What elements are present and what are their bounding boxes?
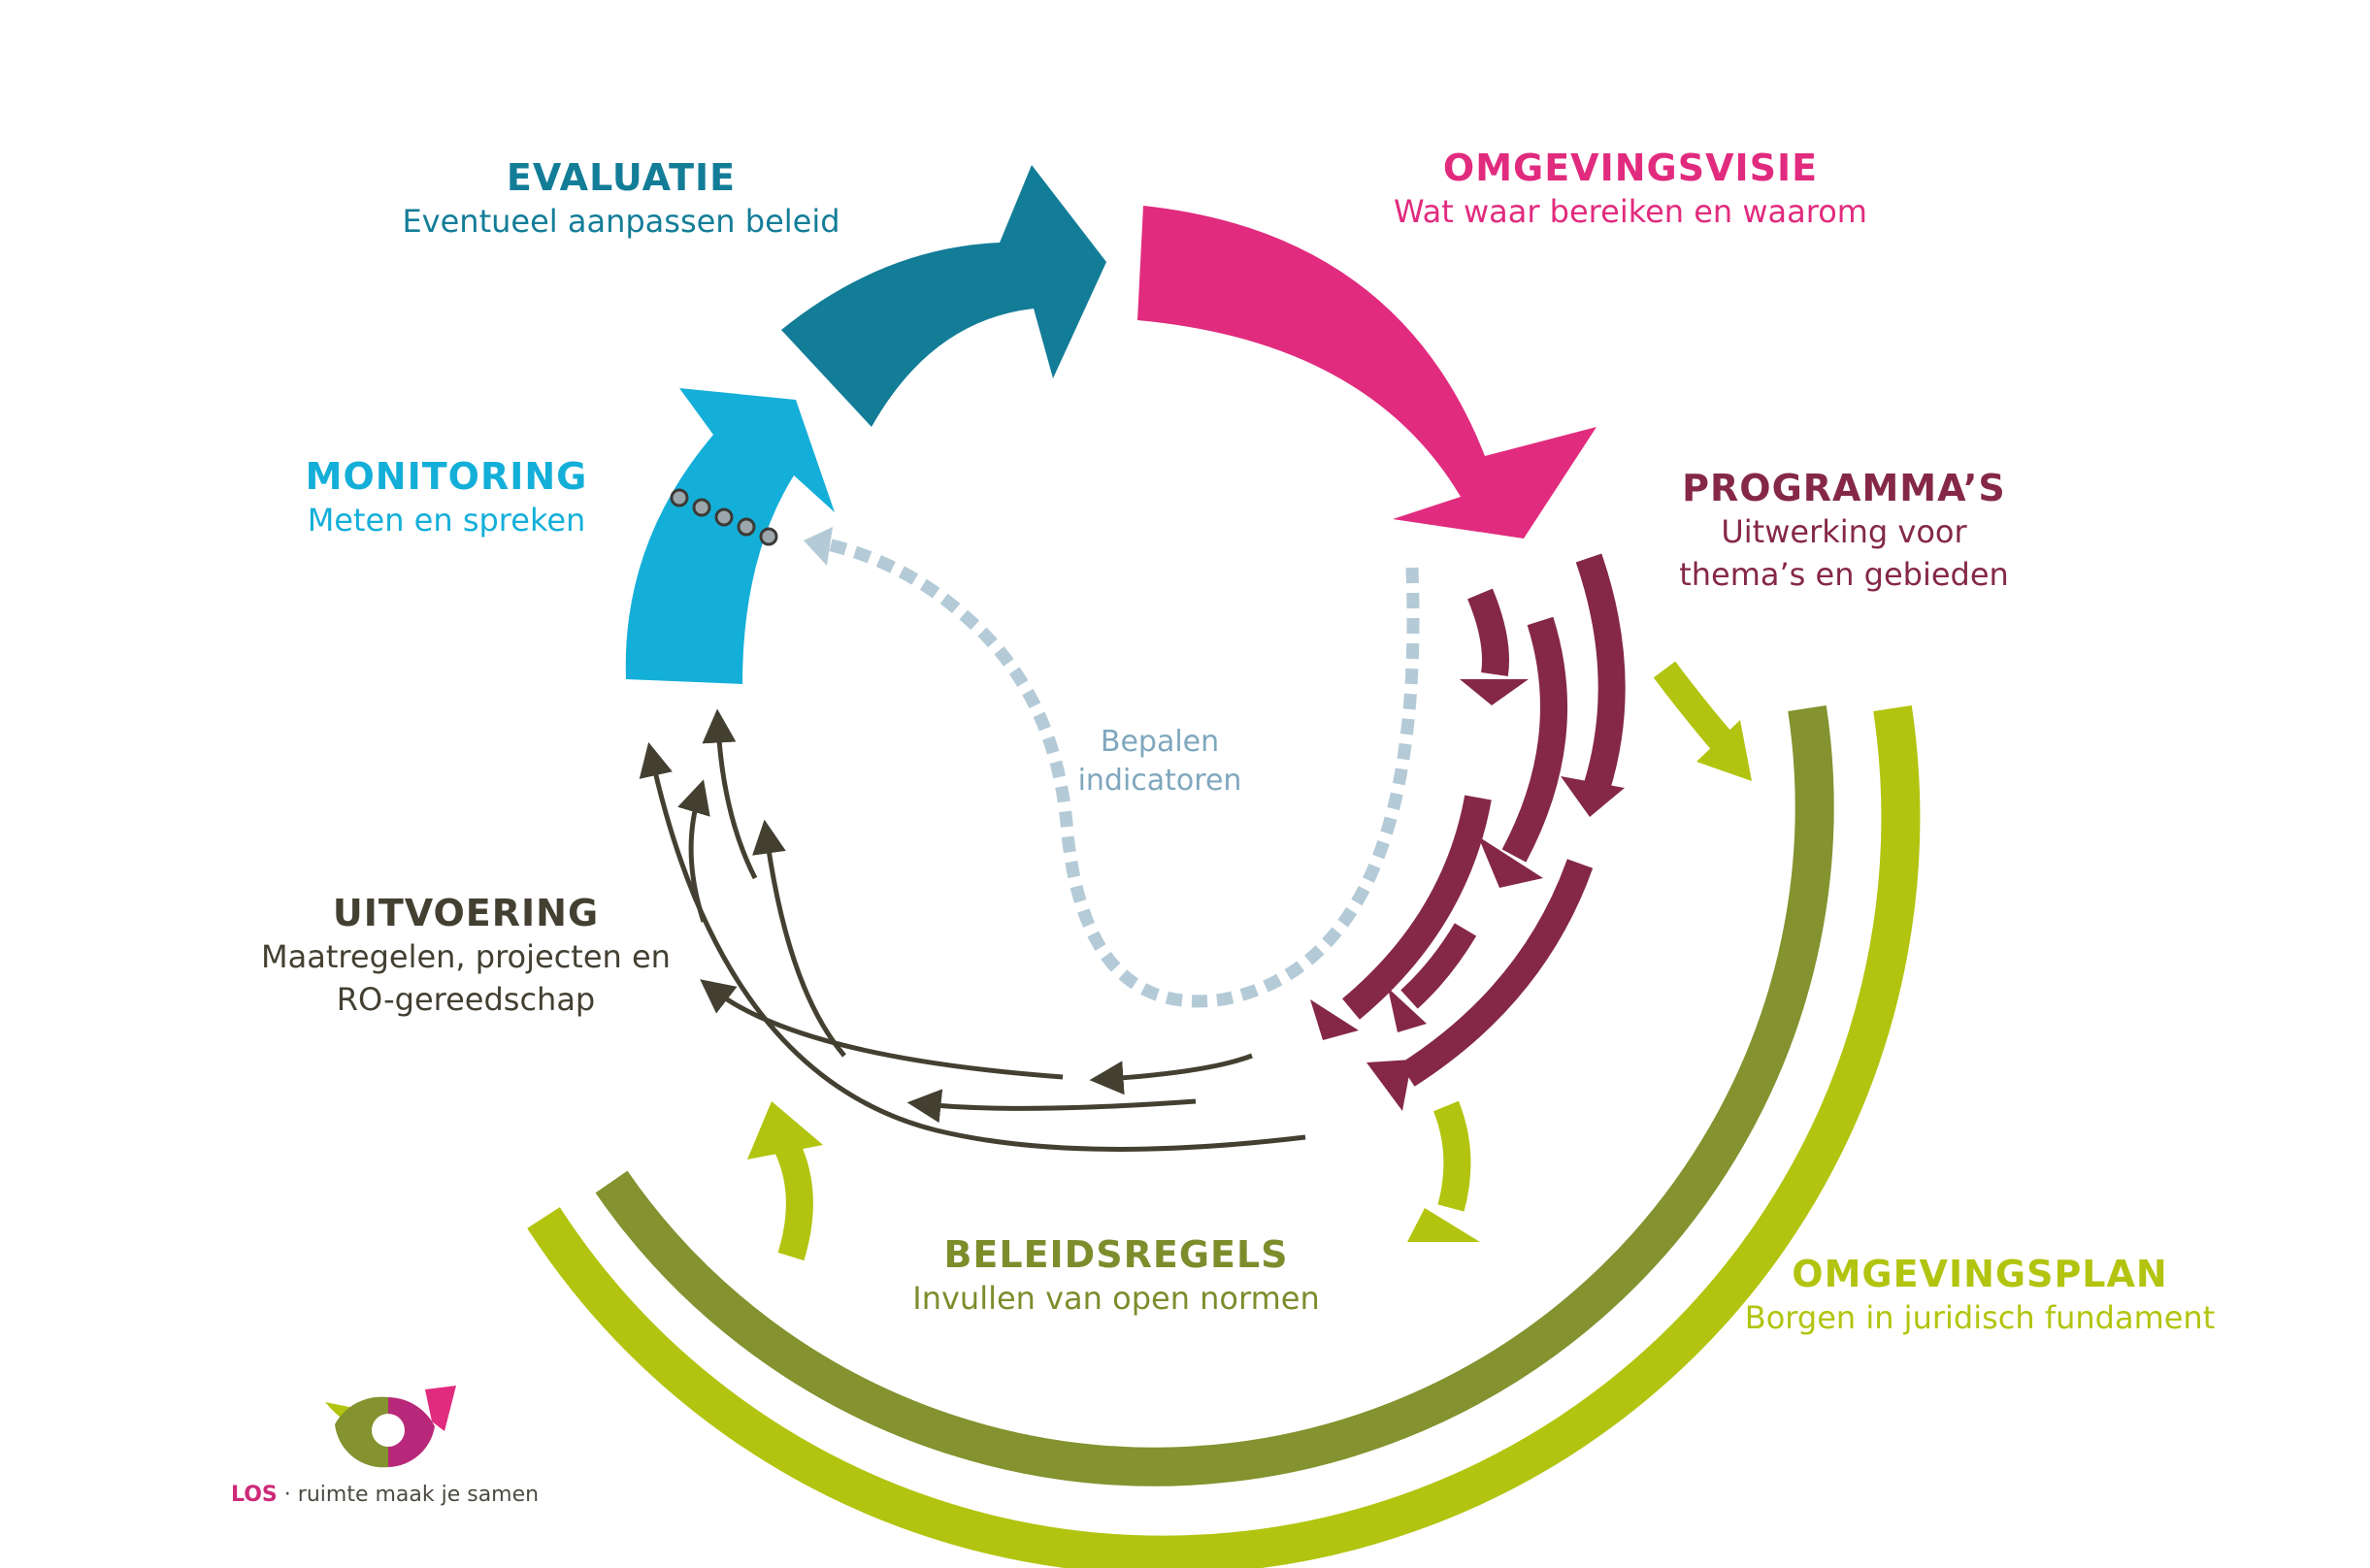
omgevingsplan-title: OMGEVINGSPLAN <box>1792 1253 2168 1295</box>
uitvoering-arrow-3 <box>1089 1053 1253 1095</box>
uitvoering-subtitle-line2: RO-gereedschap <box>336 981 596 1018</box>
evaluatie-title: EVALUATIE <box>506 156 737 199</box>
omgevingsplan-label: OMGEVINGSPLAN Borgen in juridisch fundam… <box>1689 1252 2271 1339</box>
programmas-label: PROGRAMMA’S Uitwerking voor thema’s en g… <box>1572 466 2116 596</box>
monitoring-title: MONITORING <box>305 455 588 498</box>
uitvoering-arrow-7 <box>702 708 758 880</box>
indicatoren-dashed-arc <box>811 535 1420 1008</box>
uitvoering-arrow-5 <box>752 819 846 1058</box>
indicatoren-line1: Bepalen <box>1100 725 1220 759</box>
monitoring-dots <box>670 488 778 546</box>
indicatoren-label: Bepalen indicatoren <box>1014 723 1305 800</box>
los-brand: LOS <box>231 1483 278 1507</box>
programmas-subtitle-line2: thema’s en gebieden <box>1679 556 2009 593</box>
beleidsregels-subtitle: Invullen van open normen <box>912 1280 1320 1317</box>
uitvoering-label: UITVOERING Maatregelen, projecten en RO-… <box>194 891 738 1021</box>
uitvoering-arrow-2 <box>906 1089 1197 1124</box>
monitoring-subtitle: Meten en spreken <box>307 502 586 539</box>
programmas-subtitle-line1: Uitwerking voor <box>1721 513 1967 550</box>
omgevingsvisie-title: OMGEVINGSVISIE <box>1442 147 1819 189</box>
omgevingsplan-arcs <box>527 705 1921 1568</box>
omgevingsvisie-label: OMGEVINGSVISIE Wat waar bereiken en waar… <box>1320 146 1941 233</box>
los-tagline: ruimte maak je samen <box>297 1483 540 1507</box>
uitvoering-arrow-6 <box>677 779 710 923</box>
los-logo-icon <box>325 1386 456 1468</box>
los-logo-text: LOS · ruimte maak je samen <box>231 1483 539 1507</box>
omgevingsvisie-subtitle: Wat waar bereiken en waarom <box>1394 193 1867 230</box>
programmas-arrow-1 <box>1467 588 1509 676</box>
omgevingsplan-inner-arc <box>595 705 1834 1486</box>
omgevingsplan-subtitle: Borgen in juridisch fundament <box>1744 1299 2216 1336</box>
programmas-arrows <box>1310 553 1626 1111</box>
monitoring-label: MONITORING Meten en spreken <box>204 454 689 541</box>
programmas-arrow-5 <box>1400 923 1477 1009</box>
omgevingsvisie-arrow <box>1137 206 1596 539</box>
programmas-arrow-3 <box>1575 553 1626 793</box>
uitvoering-arrows <box>639 708 1306 1152</box>
beleidsregels-down-arrow <box>1432 1100 1471 1212</box>
programmas-title: PROGRAMMA’S <box>1682 467 2006 509</box>
uitvoering-arrow-1 <box>700 979 1064 1080</box>
beleidsregels-label: BELEIDSREGELS Invullen van open normen <box>796 1232 1436 1320</box>
programmas-arrow-2 <box>1501 616 1567 863</box>
omgevingsplan-connector-arrow <box>1653 661 1733 752</box>
beleidsregels-up-arrow <box>774 1138 813 1261</box>
monitoring-arrow <box>625 388 835 684</box>
programmas-arrow-6 <box>1399 859 1594 1087</box>
uitvoering-title: UITVOERING <box>332 892 600 934</box>
evaluatie-arrow <box>781 165 1106 427</box>
uitvoering-subtitle-line1: Maatregelen, projecten en <box>261 938 671 975</box>
programmas-arrow-4 <box>1342 795 1492 1020</box>
indicatoren-arrowhead <box>804 527 833 566</box>
beleidsregels-title: BELEIDSREGELS <box>943 1233 1289 1276</box>
evaluatie-subtitle: Eventueel aanpassen beleid <box>402 203 840 240</box>
evaluatie-label: EVALUATIE Eventueel aanpassen beleid <box>330 155 912 243</box>
los-separator: · <box>283 1483 291 1507</box>
indicatoren-line2: indicatoren <box>1077 764 1242 798</box>
uitvoering-arrow-4 <box>639 741 1306 1152</box>
omgevingsplan-outer-arc <box>527 705 1921 1568</box>
